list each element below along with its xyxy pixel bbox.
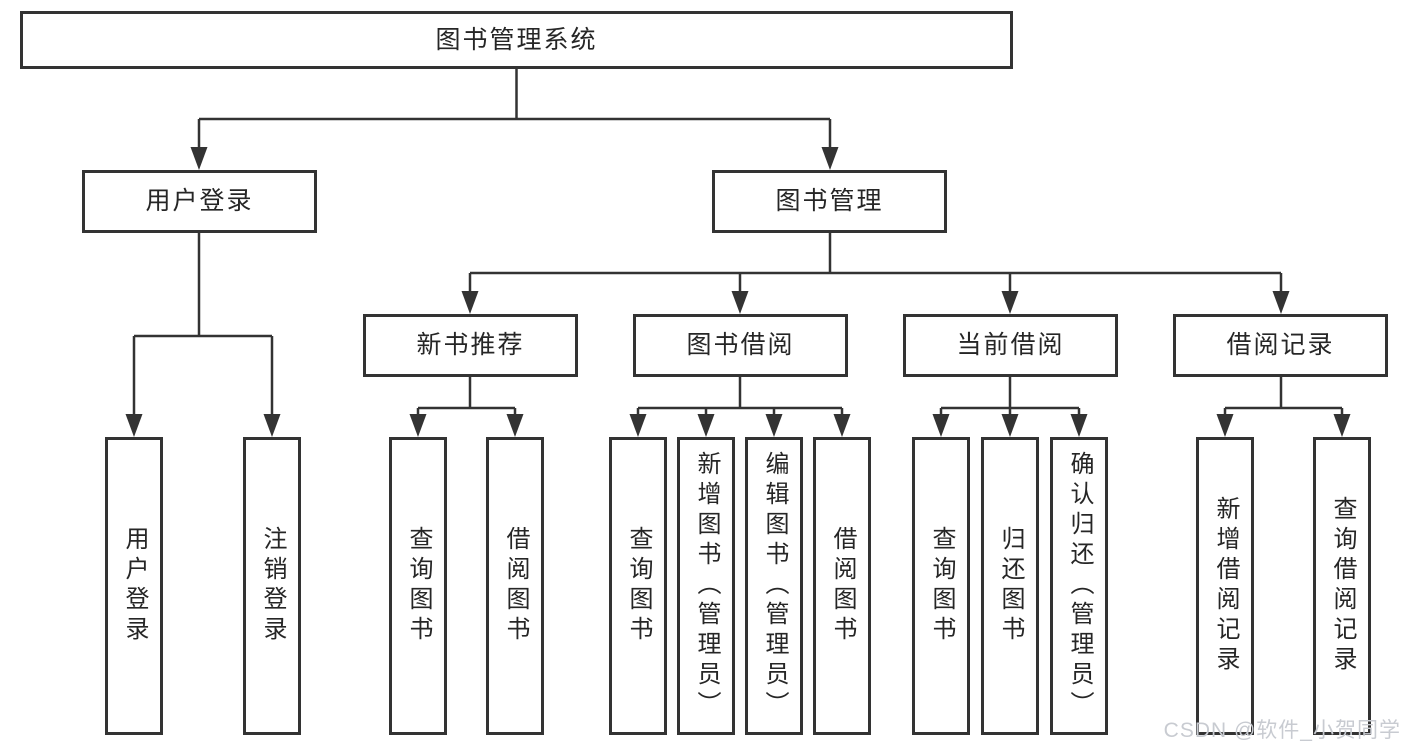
leaf-query-books: 查询图书 xyxy=(389,437,447,735)
node-label: 归还图书 xyxy=(997,526,1024,646)
node-label: 图书管理 xyxy=(775,187,884,215)
leaf-add-borrow-record: 新增借阅记录 xyxy=(1196,437,1254,735)
leaf-confirm-return-admin: 确认归还（管理员） xyxy=(1050,437,1108,735)
leaf-user-login: 用户登录 xyxy=(105,437,163,735)
node-label: 新增借阅记录 xyxy=(1212,496,1239,676)
node-label: 查询借阅记录 xyxy=(1329,496,1356,676)
node-user-login: 用户登录 xyxy=(82,170,317,233)
csdn-watermark: CSDN @软件_小贺同学 xyxy=(1163,719,1401,742)
node-label: 查询图书 xyxy=(405,526,432,646)
node-label: 图书管理系统 xyxy=(435,25,598,54)
node-label: 新书推荐 xyxy=(416,331,525,359)
leaf-query-borrow-record: 查询借阅记录 xyxy=(1313,437,1371,735)
node-book-borrowing: 图书借阅 xyxy=(633,314,848,377)
node-label: 确认归还（管理员） xyxy=(1066,451,1093,721)
node-label: 注销登录 xyxy=(259,526,286,646)
leaf-query-books: 查询图书 xyxy=(912,437,970,735)
node-label: 借阅记录 xyxy=(1226,331,1335,359)
node-label: 查询图书 xyxy=(928,526,955,646)
node-library-management-system: 图书管理系统 xyxy=(20,11,1013,69)
leaf-add-book-admin: 新增图书（管理员） xyxy=(677,437,735,735)
node-label: 用户登录 xyxy=(145,187,254,215)
leaf-query-books: 查询图书 xyxy=(609,437,667,735)
node-label: 查询图书 xyxy=(625,526,652,646)
leaf-borrow-books: 借阅图书 xyxy=(486,437,544,735)
node-label: 借阅图书 xyxy=(829,526,856,646)
node-book-management: 图书管理 xyxy=(712,170,947,233)
leaf-borrow-books: 借阅图书 xyxy=(813,437,871,735)
leaf-edit-book-admin: 编辑图书（管理员） xyxy=(745,437,803,735)
node-new-book-recommendation: 新书推荐 xyxy=(363,314,578,377)
node-borrowing-records: 借阅记录 xyxy=(1173,314,1388,377)
node-current-borrowing: 当前借阅 xyxy=(903,314,1118,377)
node-label: 图书借阅 xyxy=(686,331,795,359)
node-label: 用户登录 xyxy=(121,526,148,646)
node-label: 编辑图书（管理员） xyxy=(761,451,788,721)
node-label: 当前借阅 xyxy=(956,331,1065,359)
leaf-logout: 注销登录 xyxy=(243,437,301,735)
node-label: 新增图书（管理员） xyxy=(693,451,720,721)
node-label: 借阅图书 xyxy=(502,526,529,646)
leaf-return-book: 归还图书 xyxy=(981,437,1039,735)
